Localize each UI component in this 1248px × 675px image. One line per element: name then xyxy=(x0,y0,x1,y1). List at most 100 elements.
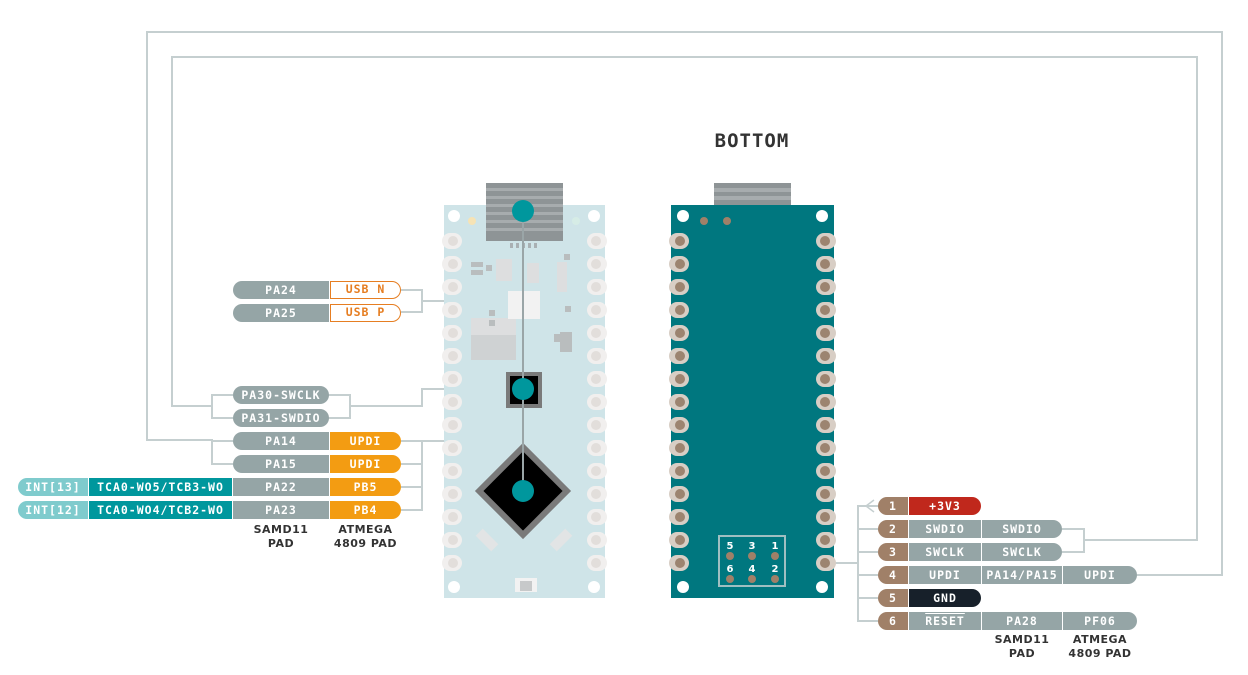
edge-pin-hole xyxy=(448,236,458,246)
samd11-marker xyxy=(512,378,534,400)
edge-pin-hole xyxy=(820,512,830,522)
samd11-pad-label: PA28 xyxy=(982,612,1062,630)
edge-pin-hole xyxy=(675,328,685,338)
edge-pin-hole xyxy=(820,443,830,453)
edge-pin-hole xyxy=(591,443,601,453)
edge-pin-hole xyxy=(591,305,601,315)
debug-header-outline xyxy=(718,535,786,587)
header-pin-number: 1 xyxy=(772,541,779,552)
edge-pin-hole xyxy=(675,466,685,476)
swd-pad-label: PA30-SWCLK xyxy=(233,386,329,404)
edge-pin-hole xyxy=(820,535,830,545)
atmega-column-caption: ATMEGA 4809 PAD xyxy=(333,523,398,550)
atmega-pad-label: UPDI xyxy=(1063,566,1137,584)
wire-bracket-swd-header xyxy=(1062,528,1085,553)
edge-pin-hole xyxy=(448,397,458,407)
edge-pin-hole xyxy=(675,512,685,522)
edge-pin-hole xyxy=(448,558,458,568)
interrupt-label: INT[13] xyxy=(18,478,88,496)
reset-label: RESET xyxy=(925,614,965,628)
top-board xyxy=(442,183,607,598)
samd11-pad-label: PA25 xyxy=(233,304,329,322)
samd11-column-caption: SAMD11 PAD xyxy=(253,523,309,550)
header-pin-number: 2 xyxy=(772,564,779,575)
edge-pin-hole xyxy=(591,558,601,568)
edge-pin-hole xyxy=(448,443,458,453)
edge-pin-hole xyxy=(591,351,601,361)
wire-bracket-atmega xyxy=(401,440,423,511)
bottom-board: 5 3 1 6 4 2 xyxy=(669,183,836,598)
edge-pin-hole xyxy=(448,489,458,499)
edge-pin-hole xyxy=(675,374,685,384)
header-pin-number: 1 xyxy=(878,497,908,515)
edge-pin-hole xyxy=(591,420,601,430)
header-signal-label: UPDI xyxy=(909,566,981,584)
edge-pin-hole xyxy=(820,305,830,315)
edge-pin-hole xyxy=(820,351,830,361)
usb-signal-label: USB P xyxy=(330,304,401,322)
edge-pin-hole xyxy=(820,236,830,246)
atmega-column-caption: ATMEGA 4809 PAD xyxy=(1068,633,1132,660)
wire-bracket-swd-right xyxy=(328,394,351,419)
edge-pin-hole xyxy=(591,489,601,499)
edge-pin-hole xyxy=(448,351,458,361)
edge-pin-hole xyxy=(448,328,458,338)
atmega-pad-label: UPDI xyxy=(330,432,401,450)
usb-marker xyxy=(512,200,534,222)
samd11-pad-label: SWDIO xyxy=(982,520,1062,538)
header-pin-number: 4 xyxy=(749,564,756,575)
edge-pin-hole xyxy=(448,305,458,315)
edge-pin-hole xyxy=(820,558,830,568)
atmega-pad-label: PB5 xyxy=(330,478,401,496)
edge-pin-hole xyxy=(591,236,601,246)
header-signal-label: RESET xyxy=(909,612,981,630)
edge-pin-hole xyxy=(820,282,830,292)
wire-inner-loop-swd xyxy=(171,56,1198,541)
wire-bracket-usb xyxy=(401,289,423,313)
arrow-icon xyxy=(864,499,875,513)
edge-pin-hole xyxy=(591,397,601,407)
edge-pin-hole xyxy=(820,328,830,338)
edge-pin-hole xyxy=(591,259,601,269)
edge-pin-hole xyxy=(820,466,830,476)
header-pin-number: 3 xyxy=(749,541,756,552)
edge-pin-hole xyxy=(675,397,685,407)
edge-pin-hole xyxy=(675,282,685,292)
edge-pin-hole xyxy=(675,351,685,361)
edge-pin-hole xyxy=(591,374,601,384)
atmega-marker xyxy=(512,480,534,502)
edge-pin-hole xyxy=(675,489,685,499)
ground-label: GND xyxy=(909,589,981,607)
power-label: +3V3 xyxy=(909,497,981,515)
timer-function-label: TCA0-WO5/TCB3-WO xyxy=(89,478,232,496)
edge-pin-hole xyxy=(591,535,601,545)
header-signal-label: SWDIO xyxy=(909,520,981,538)
edge-pin-hole xyxy=(820,374,830,384)
edge-pin-hole xyxy=(448,282,458,292)
edge-pin-hole xyxy=(448,512,458,522)
header-pin-number: 6 xyxy=(878,612,908,630)
edge-pin-hole xyxy=(591,282,601,292)
timer-function-label: TCA0-WO4/TCB2-WO xyxy=(89,501,232,519)
page-title: BOTTOM xyxy=(714,130,790,152)
samd11-pad-label: PA14 xyxy=(233,432,329,450)
edge-pin-hole xyxy=(448,259,458,269)
header-pin-number: 4 xyxy=(878,566,908,584)
wire-header-bracket xyxy=(857,505,878,622)
atmega-pad-label: PB4 xyxy=(330,501,401,519)
edge-pin-hole xyxy=(675,236,685,246)
atmega-pad-label: UPDI xyxy=(330,455,401,473)
edge-pin-hole xyxy=(820,259,830,269)
header-pin-number: 2 xyxy=(878,520,908,538)
header-pin-number: 6 xyxy=(727,564,734,575)
atmega-pad-label: PF06 xyxy=(1063,612,1137,630)
edge-pin-hole xyxy=(448,535,458,545)
samd11-pad-label: PA14/PA15 xyxy=(982,566,1062,584)
edge-pin-hole xyxy=(675,420,685,430)
edge-pin-hole xyxy=(675,535,685,545)
samd11-column-caption: SAMD11 PAD xyxy=(994,633,1050,660)
wire-bracket-pa14-pa15 xyxy=(211,440,233,465)
samd11-pad-label: PA15 xyxy=(233,455,329,473)
edge-pin-hole xyxy=(591,328,601,338)
